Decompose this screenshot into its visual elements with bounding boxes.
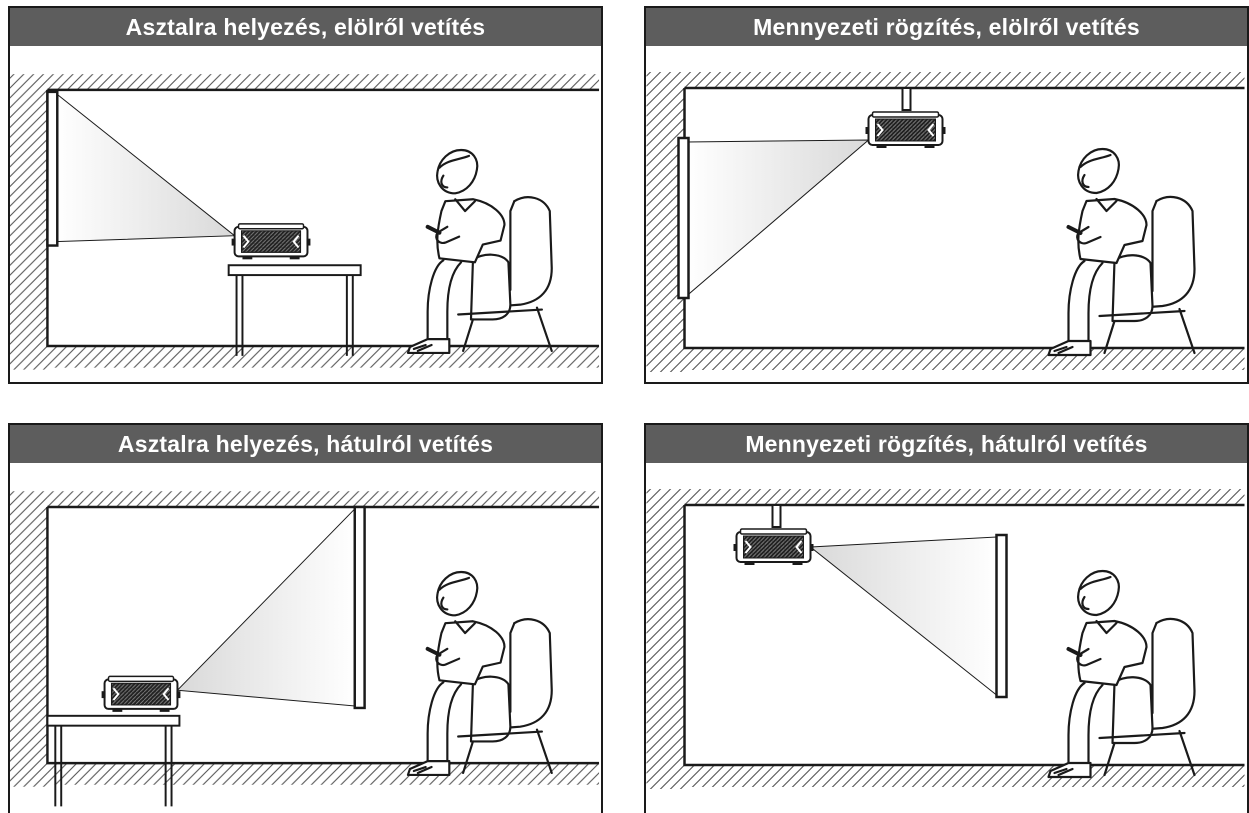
projector-icon [732,528,815,566]
panel-desktop-rear: Asztalra helyezés, hátulról vetítés [8,423,603,813]
panel-title: Asztalra helyezés, elölről vetítés [10,8,601,46]
panel-desktop-front: Asztalra helyezés, elölről vetítés [8,6,603,384]
viewer-icon [405,570,554,777]
panel-title: Asztalra helyezés, hátulról vetítés [10,425,601,463]
ceiling-rear-illustration [646,487,1246,791]
desktop-rear-illustration [10,490,601,808]
table-icon [46,714,181,808]
panel-ceiling-front: Mennyezeti rögzítés, elölről vetítés [644,6,1249,384]
screen-icon [353,505,366,710]
desktop-front-illustration [10,72,601,371]
screen-icon [995,533,1008,699]
screen-icon [677,136,690,300]
viewer-icon [1046,569,1197,779]
projector-icon [864,111,947,149]
viewer-icon [1046,147,1197,357]
ceiling-front-illustration [646,70,1246,374]
panel-title: Mennyezeti rögzítés, elölről vetítés [646,8,1247,46]
projector-icon [100,675,182,713]
panel-title: Mennyezeti rögzítés, hátulról vetítés [646,425,1247,463]
panel-ceiling-rear: Mennyezeti rögzítés, hátulról vetítés [644,423,1249,813]
screen-icon [46,90,59,247]
table-icon [227,264,362,357]
projector-icon [230,222,312,261]
viewer-icon [405,148,554,355]
